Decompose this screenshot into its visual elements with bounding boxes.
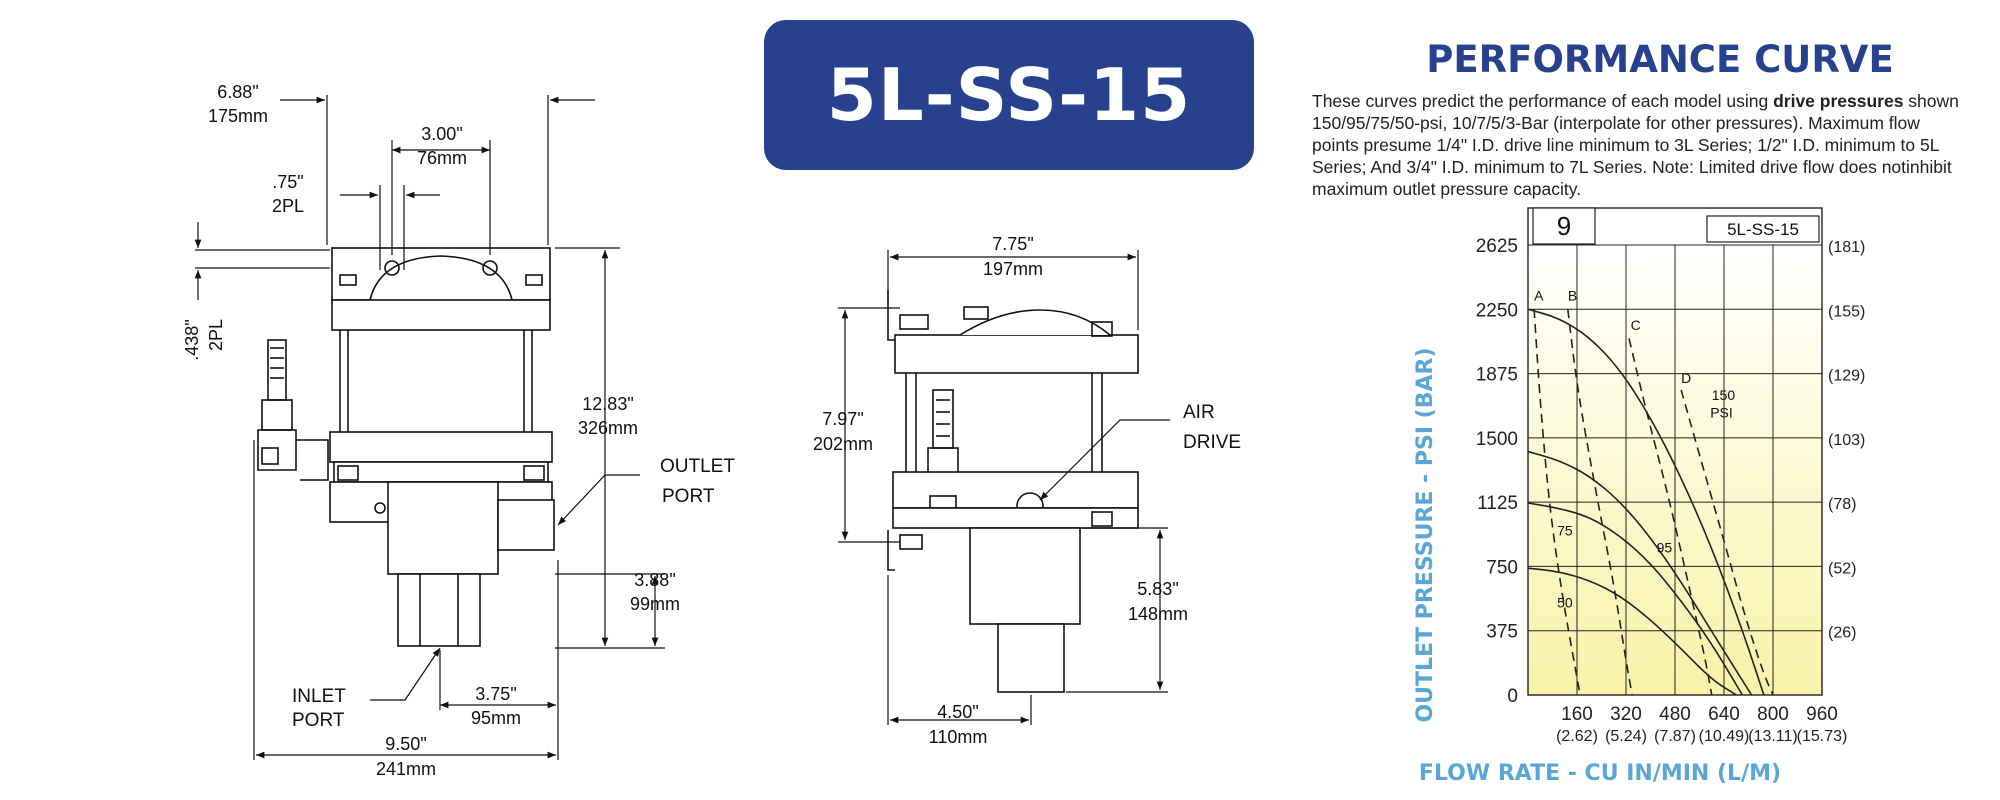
- curve-label: PSI: [1710, 404, 1733, 420]
- y-tick-label: 1500: [1476, 429, 1518, 450]
- y-tick-label: 750: [1486, 557, 1518, 578]
- dim-port-height-mm: 99mm: [630, 594, 680, 614]
- chart-x-axis-title: FLOW RATE - CU IN/MIN (L/M): [1419, 761, 1781, 786]
- front-view-dimensions: [194, 95, 665, 760]
- y-tick-label: 1875: [1476, 365, 1518, 386]
- chart-y-axis-title: OUTLET PRESSURE - PSI (BAR): [1413, 347, 1438, 722]
- x-tick-label: 800: [1757, 704, 1789, 725]
- dim-height: 12.83": [582, 394, 633, 414]
- curve-label: 50: [1557, 595, 1573, 611]
- dim-hole-qty: 2PL: [272, 196, 304, 216]
- model-title-banner: 5L-SS-15: [764, 20, 1254, 170]
- y-tick-metric-label: (26): [1828, 625, 1856, 642]
- x-tick-metric-label: (7.87): [1654, 728, 1696, 745]
- curve-label: B: [1568, 288, 1577, 304]
- y-tick-metric-label: (103): [1828, 432, 1865, 449]
- air-label-2: DRIVE: [1183, 432, 1241, 453]
- y-tick-label: 1125: [1477, 493, 1518, 514]
- curve-label: 150: [1712, 387, 1736, 403]
- x-tick-label: 640: [1708, 704, 1740, 725]
- y-tick-metric-label: (181): [1828, 239, 1865, 256]
- dim-center: 3.00": [421, 124, 462, 144]
- series-line: [1527, 308, 1765, 696]
- dim-base: 9.50": [385, 734, 426, 754]
- side-dim-bottom: 4.50": [937, 702, 978, 722]
- x-tick-label: 960: [1806, 704, 1838, 725]
- y-tick-label: 0: [1507, 686, 1518, 707]
- chart-model-box: [1706, 215, 1820, 243]
- y-tick-metric-label: (129): [1828, 368, 1865, 385]
- side-dim-lower-mm: 148mm: [1128, 604, 1188, 624]
- desc-pre: These curves predict the performance of …: [1312, 91, 1774, 111]
- side-dim-width: 7.75": [992, 234, 1033, 254]
- curve-label: 95: [1657, 540, 1673, 556]
- outlet-label-1: OUTLET: [660, 456, 735, 477]
- performance-heading: PERFORMANCE CURVE: [1426, 38, 1894, 81]
- series-line: [1533, 309, 1581, 696]
- x-tick-metric-label: (2.62): [1556, 728, 1598, 745]
- chart-id-box: [1532, 207, 1596, 245]
- side-dim-bottom-mm: 110mm: [929, 727, 988, 747]
- dim-port-height: 3.88": [634, 570, 675, 590]
- series-line: [1567, 309, 1633, 696]
- x-tick-metric-label: (10.49): [1699, 728, 1750, 745]
- side-dim-lower: 5.83": [1137, 579, 1178, 599]
- side-dim-height: 7.97": [822, 409, 863, 429]
- dim-base-mm: 241mm: [376, 759, 436, 779]
- series-line: [1680, 389, 1774, 696]
- dim-hole: .75": [272, 172, 303, 192]
- side-dim-width-mm: 197mm: [983, 259, 1043, 279]
- x-tick-label: 160: [1561, 704, 1593, 725]
- dim-center-mm: 76mm: [417, 148, 467, 168]
- plot-frame: [1527, 207, 1823, 696]
- y-tick-metric-label: (52): [1828, 560, 1856, 577]
- series-line: [1527, 567, 1737, 696]
- desc-bold: drive pressures: [1773, 91, 1904, 111]
- desc-post: shown 150/95/75/50-psi, 10/7/5/3-Bar (in…: [1312, 91, 1959, 199]
- side-view-dimensions: [838, 250, 1170, 725]
- x-tick-metric-label: (5.24): [1605, 728, 1647, 745]
- series-line: [1527, 450, 1753, 696]
- y-tick-label: 2625: [1476, 236, 1518, 257]
- chart-id-label: 9: [1557, 211, 1571, 241]
- front-view-drawing: [257, 247, 555, 647]
- x-tick-metric-label: (15.73): [1797, 728, 1848, 745]
- dim-inlet-offset-mm: 95mm: [471, 708, 521, 728]
- chart-model-label: 5L-SS-15: [1727, 220, 1799, 239]
- outlet-label-2: PORT: [662, 486, 715, 507]
- x-tick-label: 480: [1659, 704, 1691, 725]
- y-tick-metric-label: (155): [1828, 303, 1865, 320]
- series-line: [1628, 338, 1713, 696]
- curve-label: 75: [1557, 523, 1573, 539]
- y-tick-label: 2250: [1476, 300, 1518, 321]
- dim-inlet-offset: 3.75": [475, 684, 516, 704]
- side-dim-height-mm: 202mm: [813, 434, 873, 454]
- curve-label: D: [1681, 370, 1691, 386]
- air-label-1: AIR: [1183, 402, 1215, 423]
- dim-top-width: 6.88": [217, 82, 258, 102]
- performance-description: These curves predict the performance of …: [1312, 90, 1962, 200]
- curve-label: A: [1534, 288, 1544, 304]
- x-tick-metric-label: (13.11): [1748, 728, 1798, 745]
- dim-flange: .438": [182, 319, 202, 360]
- inlet-label-2: PORT: [292, 710, 345, 731]
- inlet-label-1: INLET: [292, 686, 346, 707]
- performance-chart: 160 (2.62) 320 (5.24) 480 (7.87) 640 (10.49) 800…: [1476, 207, 1865, 745]
- model-title: 5L-SS-15: [826, 53, 1192, 137]
- dim-flange-qty: 2PL: [206, 319, 226, 351]
- dim-height-mm: 326mm: [578, 418, 638, 438]
- dim-top-width-mm: 175mm: [208, 106, 268, 126]
- x-tick-label: 320: [1610, 704, 1642, 725]
- y-tick-label: 375: [1486, 622, 1518, 643]
- side-view-drawing: [887, 290, 1139, 693]
- curve-label: C: [1631, 317, 1641, 333]
- y-tick-metric-label: (78): [1828, 496, 1856, 513]
